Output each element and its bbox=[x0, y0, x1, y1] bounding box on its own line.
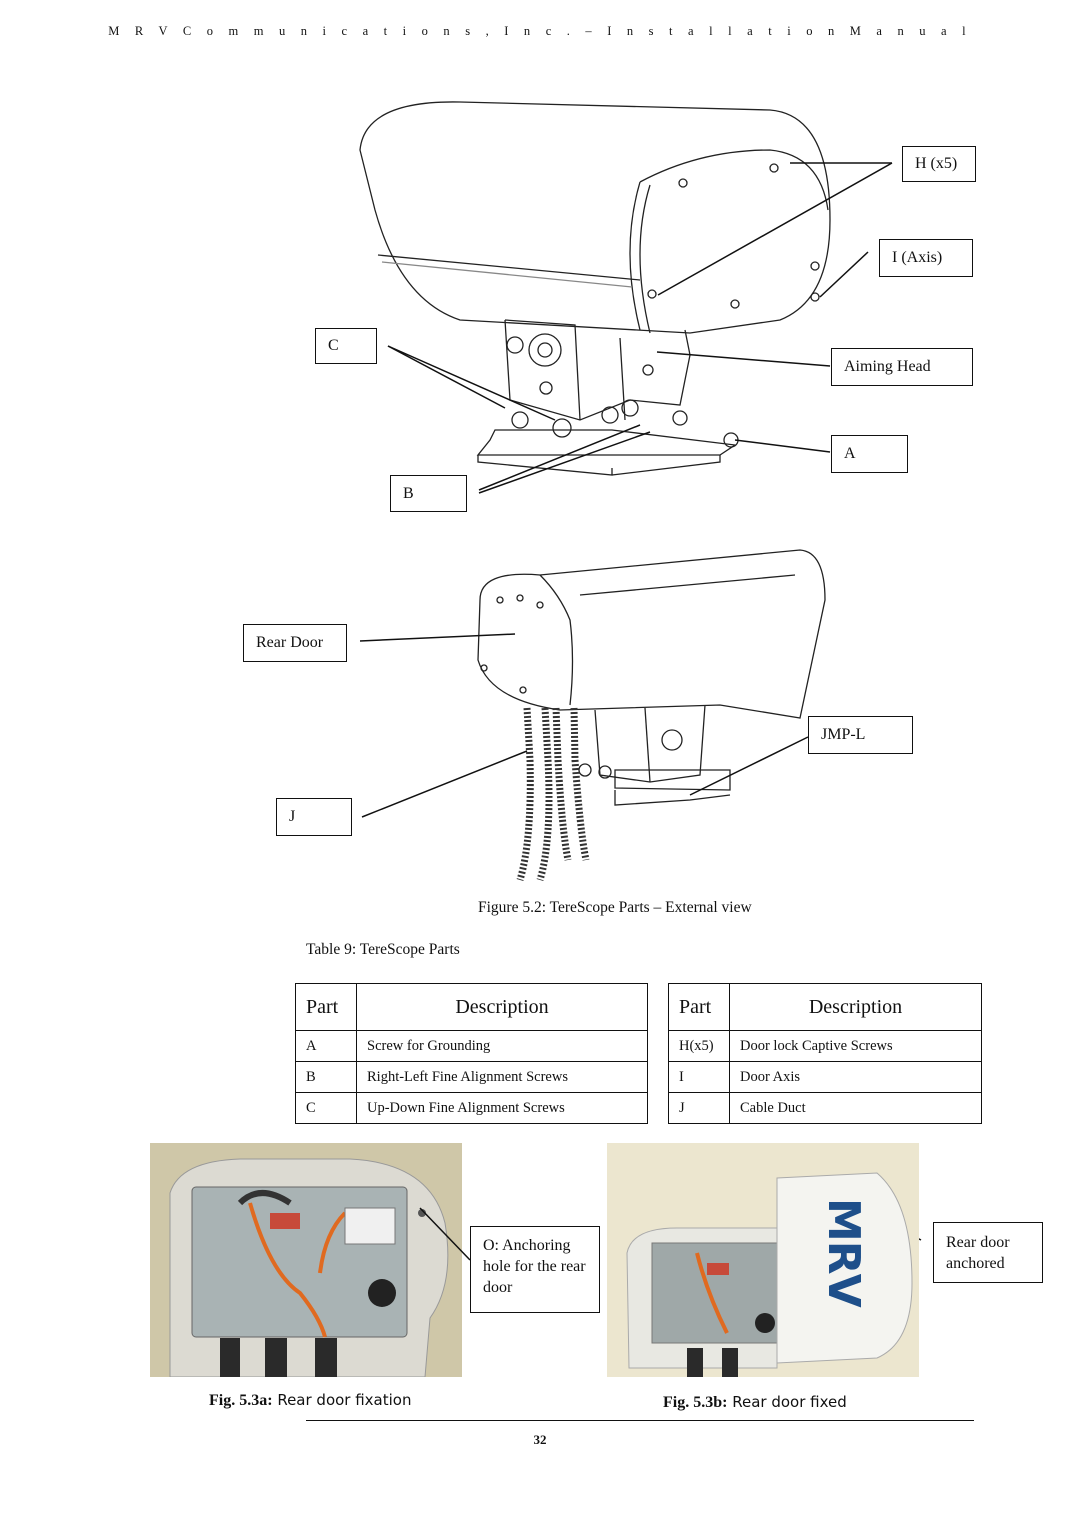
table-cell-part: I bbox=[668, 1061, 730, 1093]
photo-rear-door-fixation bbox=[150, 1143, 462, 1377]
photo-caption-b-text: Rear door fixed bbox=[727, 1393, 847, 1411]
table-cell-description: Up-Down Fine Alignment Screws bbox=[356, 1092, 648, 1124]
page-number: 32 bbox=[533, 1432, 547, 1447]
table-caption: Table 9: TereScope Parts bbox=[306, 941, 460, 958]
callout-anchoring-hole: O: Anchoring hole for the rear door bbox=[470, 1226, 600, 1313]
housing-front bbox=[629, 181, 651, 334]
label-aiming-head: Aiming Head bbox=[831, 348, 973, 386]
parts-table-right: Part Description H(x5) Door lock Captive… bbox=[668, 983, 982, 1124]
photo-rear-door-fixed: MRV bbox=[607, 1143, 919, 1377]
table-cell-part: A bbox=[295, 1030, 357, 1062]
housing-top bbox=[359, 101, 831, 334]
table-row: A Screw for Grounding bbox=[295, 1030, 648, 1062]
table-cell-part: C bbox=[295, 1092, 357, 1124]
mrv-logo: MRV bbox=[818, 1198, 869, 1307]
running-header: M R V C o m m u n i c a t i o n s , I n … bbox=[108, 24, 972, 38]
label-h: H (x5) bbox=[902, 146, 976, 182]
photo-caption-a-number: Fig. 5.3a: bbox=[209, 1392, 273, 1409]
table-cell-part: H(x5) bbox=[668, 1030, 730, 1062]
aiming-head bbox=[504, 319, 691, 421]
photo-caption-a: Fig. 5.3a: Rear door fixation bbox=[209, 1391, 411, 1410]
label-b: B bbox=[390, 475, 467, 512]
photo-caption-b-number: Fig. 5.3b: bbox=[663, 1394, 728, 1411]
housing-bottom bbox=[477, 549, 826, 719]
label-j: J bbox=[276, 798, 352, 836]
table-header-description: Description bbox=[729, 983, 982, 1031]
terescope-drawings bbox=[359, 101, 893, 882]
table-cell-description: Cable Duct bbox=[729, 1092, 982, 1124]
photo-caption-b: Fig. 5.3b: Rear door fixed bbox=[663, 1393, 847, 1412]
footer-rule bbox=[306, 1420, 974, 1421]
table-row: I Door Axis bbox=[668, 1061, 982, 1093]
parts-table-left: Part Description A Screw for Grounding B… bbox=[295, 983, 648, 1124]
label-rear-door: Rear Door bbox=[243, 624, 347, 662]
table-cell-description: Door Axis bbox=[729, 1061, 982, 1093]
figure-caption: Figure 5.2: TereScope Parts – External v… bbox=[478, 899, 752, 916]
callout-rear-door-anchored: Rear door anchored bbox=[933, 1222, 1043, 1283]
table-header-description: Description bbox=[356, 983, 648, 1031]
cable-duct bbox=[516, 707, 553, 882]
table-header-part: Part bbox=[668, 983, 730, 1031]
table-cell-description: Door lock Captive Screws bbox=[729, 1030, 982, 1062]
label-c: C bbox=[315, 328, 377, 364]
table-row: B Right-Left Fine Alignment Screws bbox=[295, 1061, 648, 1093]
table-header-part: Part bbox=[295, 983, 357, 1031]
table-cell-part: B bbox=[295, 1061, 357, 1093]
photo-caption-a-text: Rear door fixation bbox=[272, 1391, 412, 1409]
table-row: C Up-Down Fine Alignment Screws bbox=[295, 1092, 648, 1124]
table-cell-description: Screw for Grounding bbox=[356, 1030, 648, 1062]
label-i: I (Axis) bbox=[879, 239, 973, 277]
label-a: A bbox=[831, 435, 908, 473]
base-plate bbox=[476, 429, 737, 456]
table-cell-description: Right-Left Fine Alignment Screws bbox=[356, 1061, 648, 1093]
table-cell-part: J bbox=[668, 1092, 730, 1124]
table-row: H(x5) Door lock Captive Screws bbox=[668, 1030, 982, 1062]
label-jmp-l: JMP-L bbox=[808, 716, 913, 754]
table-row: J Cable Duct bbox=[668, 1092, 982, 1124]
